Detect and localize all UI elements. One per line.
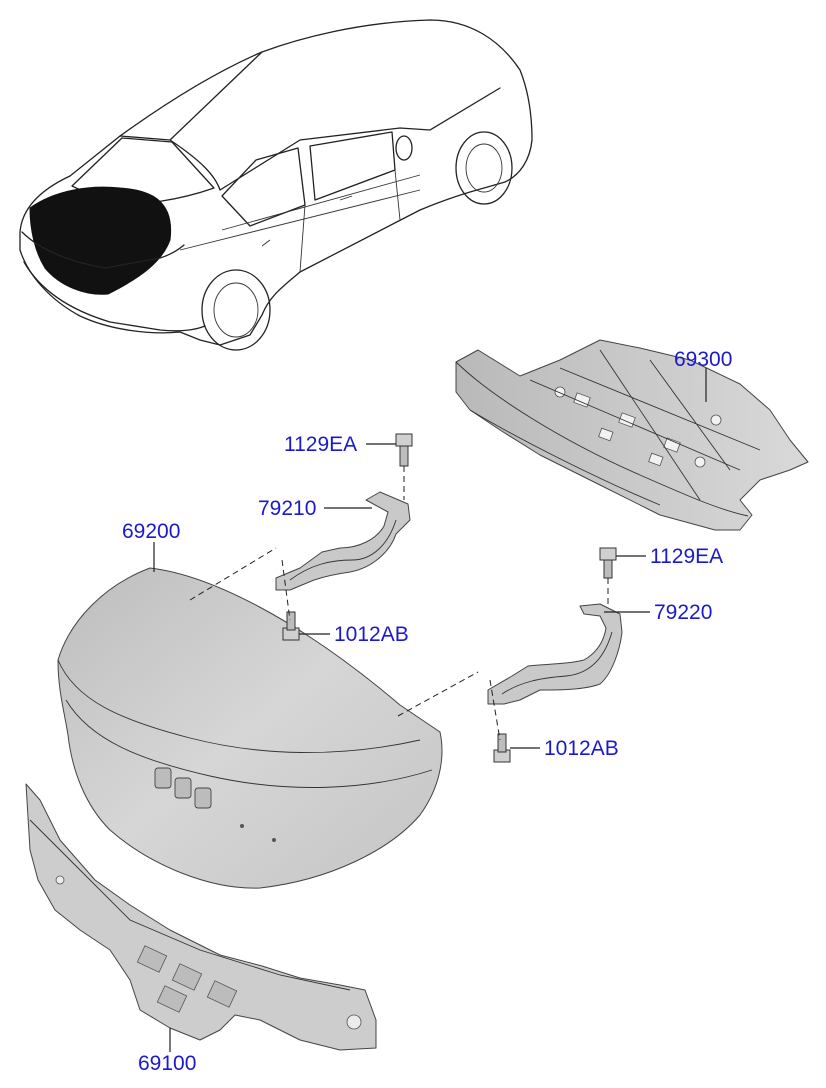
car-door-lines xyxy=(179,169,421,273)
car-body-outline xyxy=(19,19,533,346)
car-rear-bumper xyxy=(23,261,206,332)
car-tail-lights xyxy=(21,231,185,269)
callout-hinge-left: 79210 xyxy=(258,497,316,520)
car-side-windows xyxy=(221,131,396,227)
back-panel-part xyxy=(25,783,377,1051)
rear-package-tray-part xyxy=(455,339,809,531)
tray-cutouts xyxy=(554,386,722,468)
callout-hinge-right: 79220 xyxy=(654,601,712,624)
bolt-lower-left-part xyxy=(282,611,300,641)
vehicle-overview-illustration xyxy=(19,19,533,351)
left-hinge-part xyxy=(275,491,411,591)
car-side-mirror xyxy=(395,135,413,161)
callout-bolt-upper-left: 1129EA xyxy=(284,433,357,456)
back-panel-stampings xyxy=(55,875,362,1030)
assembly-line-right xyxy=(397,671,501,741)
trunk-lid-emblem-recess xyxy=(154,767,212,809)
trunk-lid-part xyxy=(57,567,443,889)
car-rear-wheel xyxy=(201,269,271,351)
callout-trunk-lid: 69200 xyxy=(122,520,180,543)
bolt-lower-right-part xyxy=(493,733,511,763)
car-roof-line xyxy=(119,51,501,191)
assembly-line-left xyxy=(189,547,291,621)
callout-rear-package-tray: 69300 xyxy=(674,348,732,371)
callout-bolt-upper-right: 1129EA xyxy=(650,545,723,568)
bolt-upper-right-part xyxy=(599,547,617,579)
highlighted-trunk-lid xyxy=(29,186,172,295)
callout-back-panel: 69100 xyxy=(138,1052,196,1075)
bolt-upper-left-part xyxy=(395,433,413,467)
car-front-wheel xyxy=(455,131,513,205)
callout-bolt-lower-left: 1012AB xyxy=(334,623,409,646)
right-hinge-part xyxy=(487,603,623,705)
callout-bolt-lower-right: 1012AB xyxy=(544,737,619,760)
